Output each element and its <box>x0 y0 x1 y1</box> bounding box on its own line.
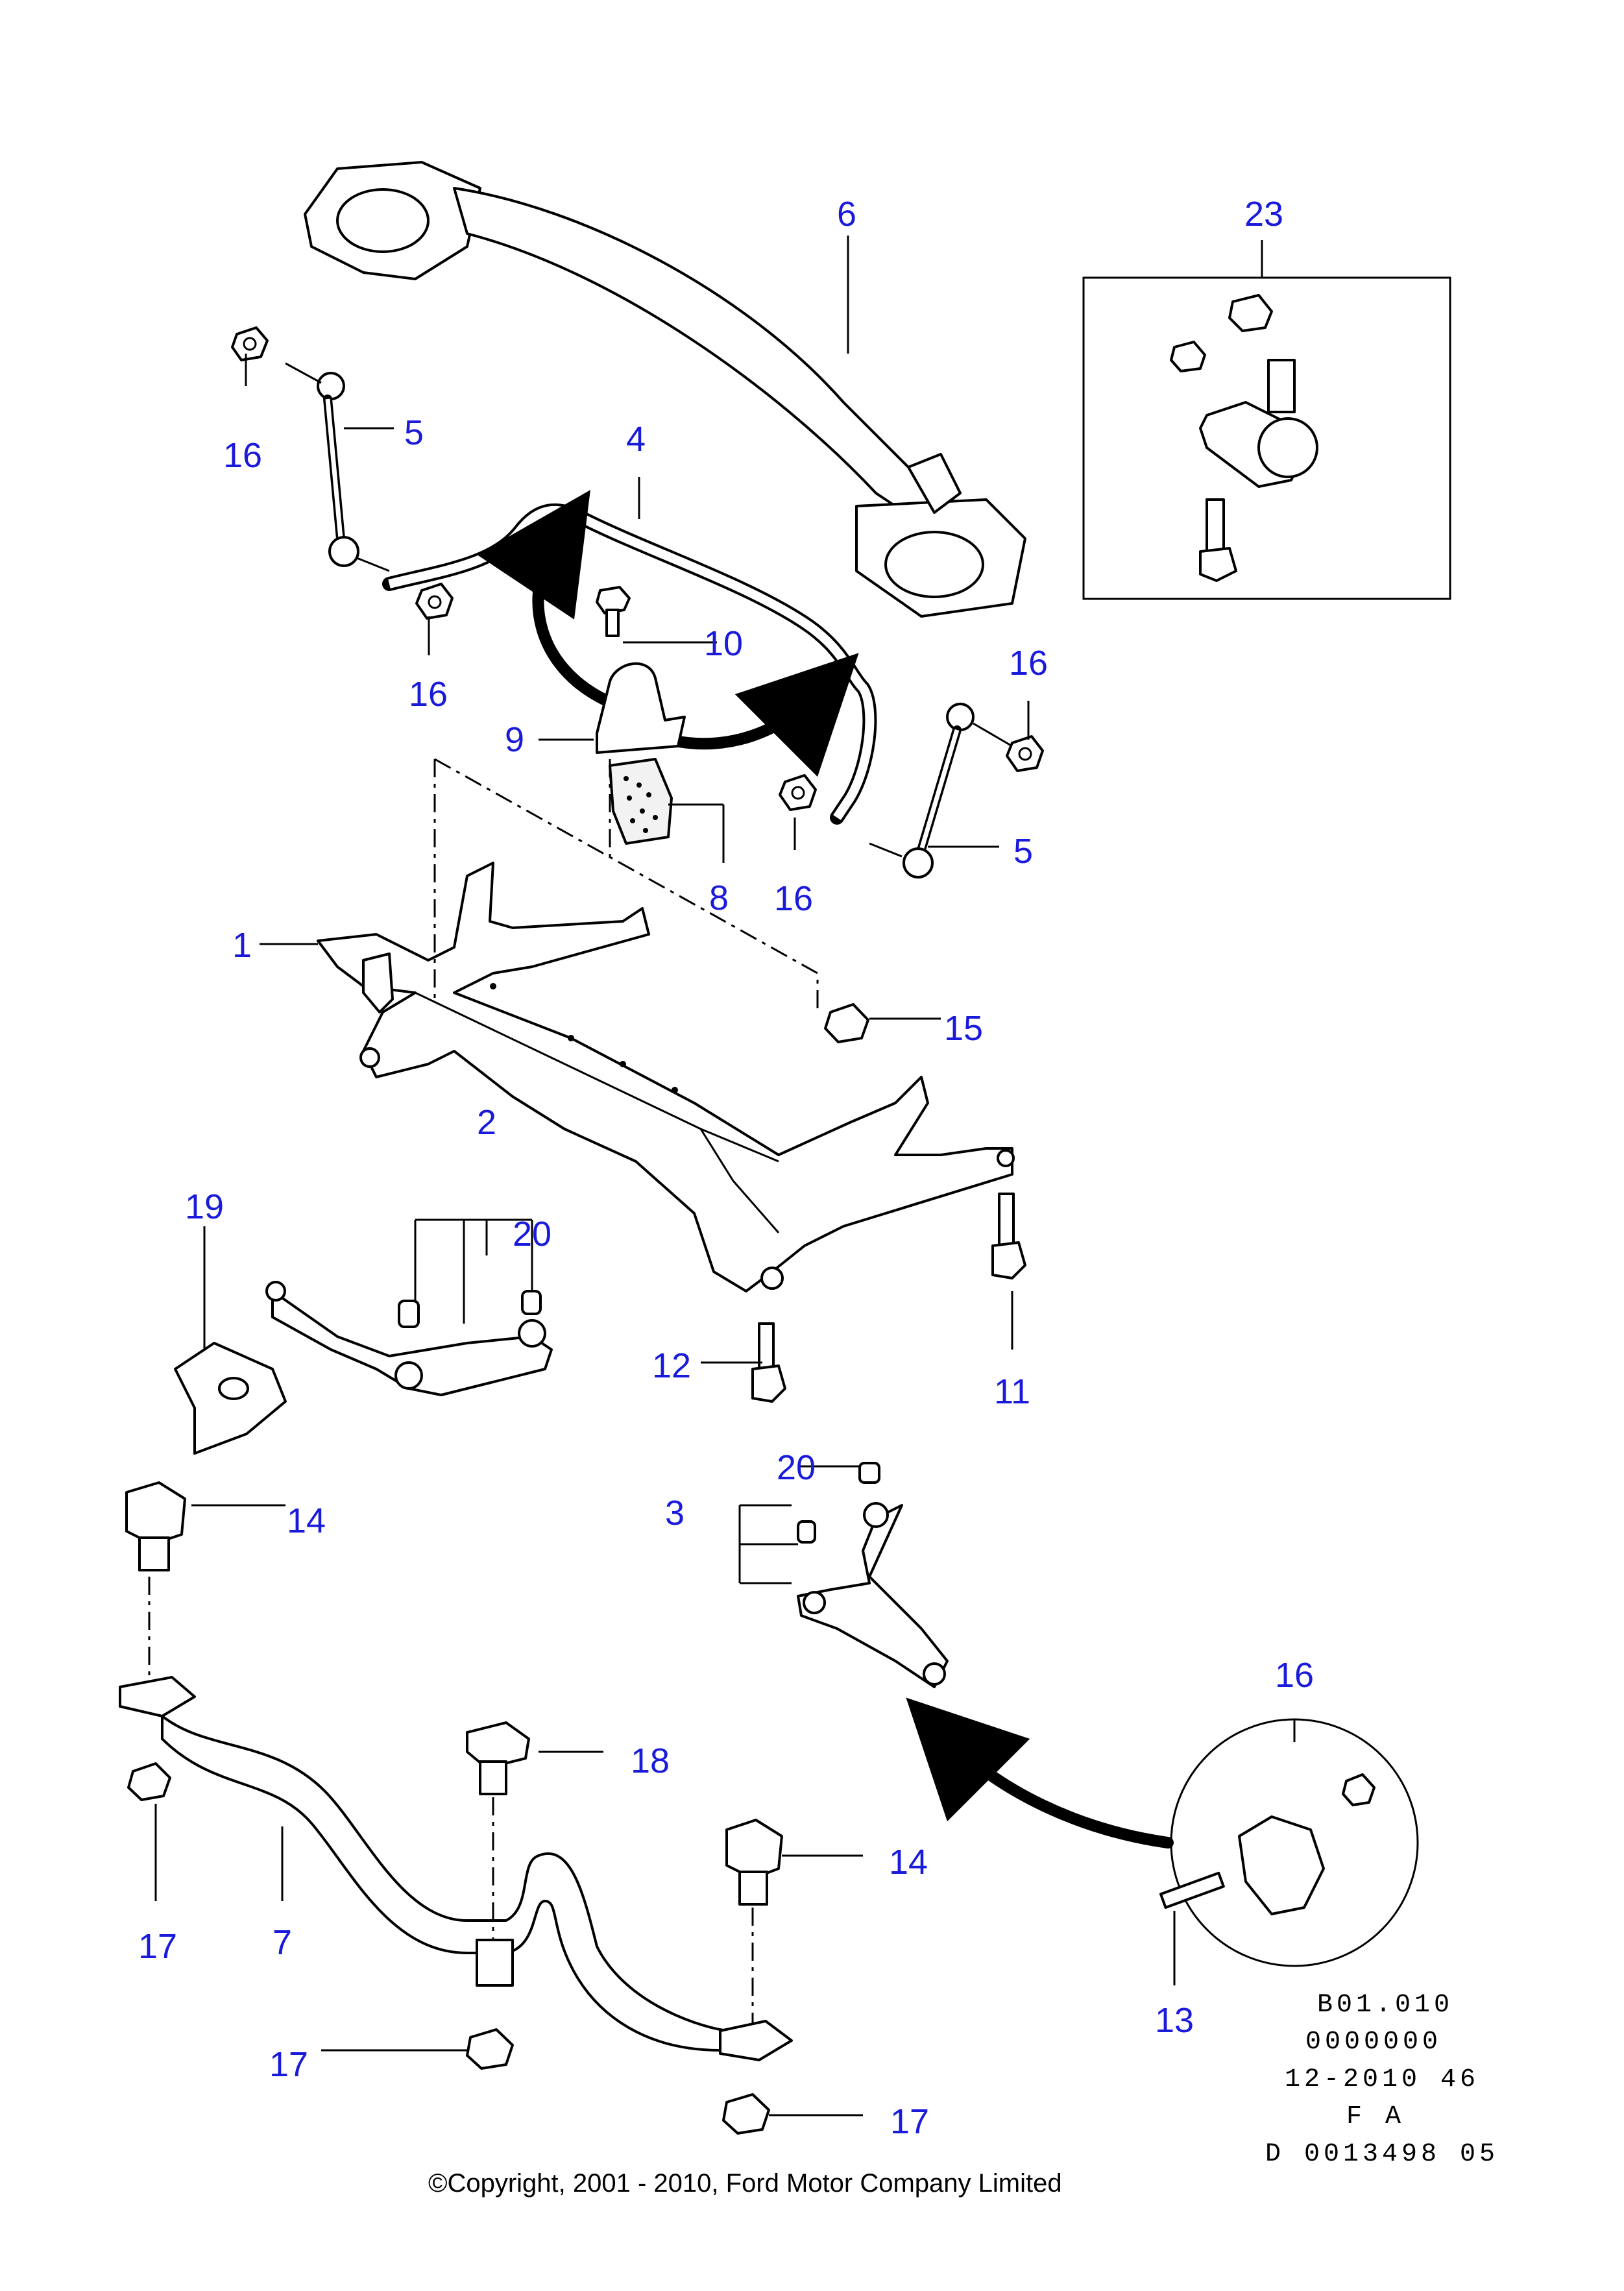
copyright-text: ©Copyright, 2001 - 2010, Ford Motor Comp… <box>428 2169 1062 2198</box>
ball-joint-detail <box>1159 1718 1419 1967</box>
leader-lines <box>148 236 1296 2116</box>
bush-8 <box>609 758 673 845</box>
callout-11: 11 <box>994 1372 1030 1411</box>
callout-18: 18 <box>631 1741 670 1780</box>
callout-4: 4 <box>626 420 646 459</box>
callout-17-c: 17 <box>890 2102 929 2141</box>
callout-19: 19 <box>185 1187 224 1226</box>
bolt-11 <box>991 1193 1026 1279</box>
nut-17-b <box>466 2028 514 2070</box>
callout-14-a: 14 <box>287 1501 326 1540</box>
callout-20-a: 20 <box>513 1215 551 1254</box>
reference-line-2: 0000000 <box>1305 2028 1442 2057</box>
heat-shield-19 <box>174 1342 287 1455</box>
lower-arm-2 <box>265 1281 553 1396</box>
nut-15 <box>824 1003 869 1043</box>
callout-17-b: 17 <box>269 2045 308 2084</box>
callout-16-a: 16 <box>223 436 262 475</box>
callout-16-b: 16 <box>409 675 448 714</box>
callout-13: 13 <box>1155 2001 1194 2040</box>
reference-block: B01.010 0000000 12-2010 46 F A D 0013498… <box>1265 1991 1499 2169</box>
bolt-14-a <box>125 1481 186 1571</box>
bolt-12 <box>751 1322 786 1403</box>
callout-16-d: 16 <box>774 879 813 918</box>
callout-14-b: 14 <box>889 1843 928 1882</box>
nut-16-b <box>415 583 454 620</box>
callout-6: 6 <box>837 195 856 234</box>
callout-15: 15 <box>944 1009 983 1048</box>
reference-line-3: 12-2010 46 <box>1285 2065 1479 2094</box>
callout-5-right: 5 <box>1013 832 1033 871</box>
clamp-9 <box>596 662 686 754</box>
lower-arm-3 <box>797 1462 949 1688</box>
callout-3: 3 <box>665 1494 685 1533</box>
nut-16-d <box>779 774 817 811</box>
callout-8: 8 <box>709 879 729 917</box>
callout-23: 23 <box>1244 195 1283 234</box>
nut-17-c <box>722 2093 770 2135</box>
reference-line-4: F A <box>1346 2102 1405 2131</box>
reinforcement-bracket-7 <box>119 1676 793 2061</box>
nut-16-c <box>1006 735 1044 772</box>
stabilizer-link-left <box>285 362 390 572</box>
nut-17-a <box>127 1762 171 1801</box>
callout-16-e: 16 <box>1275 1656 1314 1695</box>
strut-brace <box>304 161 1026 618</box>
callout-16-c: 16 <box>1009 644 1048 683</box>
reference-line-1: B01.010 <box>1317 1991 1453 2020</box>
callout-12: 12 <box>652 1346 691 1385</box>
reference-line-5: D 0013498 05 <box>1265 2140 1499 2169</box>
ball-joint-kit-23-inset <box>1082 276 1451 600</box>
bolt-10 <box>596 586 631 637</box>
callout-2: 2 <box>477 1103 496 1142</box>
callout-9: 9 <box>505 720 524 759</box>
stabilizer-link-right <box>869 703 1013 879</box>
callout-7: 7 <box>273 1923 292 1962</box>
nut-16-a <box>231 326 269 361</box>
callout-10: 10 <box>704 624 743 663</box>
callout-20-b: 20 <box>777 1448 816 1487</box>
callout-1: 1 <box>232 926 252 965</box>
bolt-14-b <box>725 1819 783 1906</box>
callout-17-a: 17 <box>138 1927 177 1966</box>
callout-5-left: 5 <box>404 413 424 452</box>
subframe <box>317 862 1015 1292</box>
bolt-18 <box>466 1721 530 1795</box>
